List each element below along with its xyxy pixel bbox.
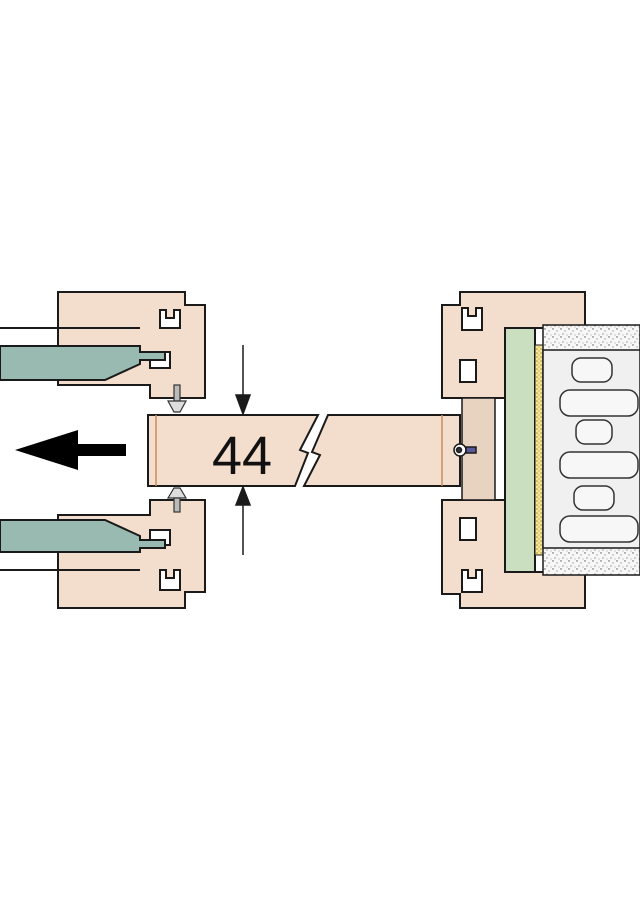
thickness-dimension-label: 44 xyxy=(212,426,272,486)
glazing-panel-top xyxy=(0,327,166,381)
opening-direction-arrow xyxy=(15,430,126,470)
right-fixed-frame xyxy=(441,291,586,609)
masonry-wall xyxy=(542,324,640,576)
seal-panel xyxy=(504,327,536,573)
hinge-fitting-bottom xyxy=(166,487,188,513)
hinge-fitting-top xyxy=(166,384,188,413)
dimension-arrows xyxy=(234,345,252,555)
glazing-panel-bottom xyxy=(0,519,166,571)
door-leaf-section xyxy=(147,414,461,487)
lock-plate xyxy=(453,397,496,501)
insulation-strip xyxy=(534,344,544,556)
left-bottom-sash-frame xyxy=(57,499,206,609)
